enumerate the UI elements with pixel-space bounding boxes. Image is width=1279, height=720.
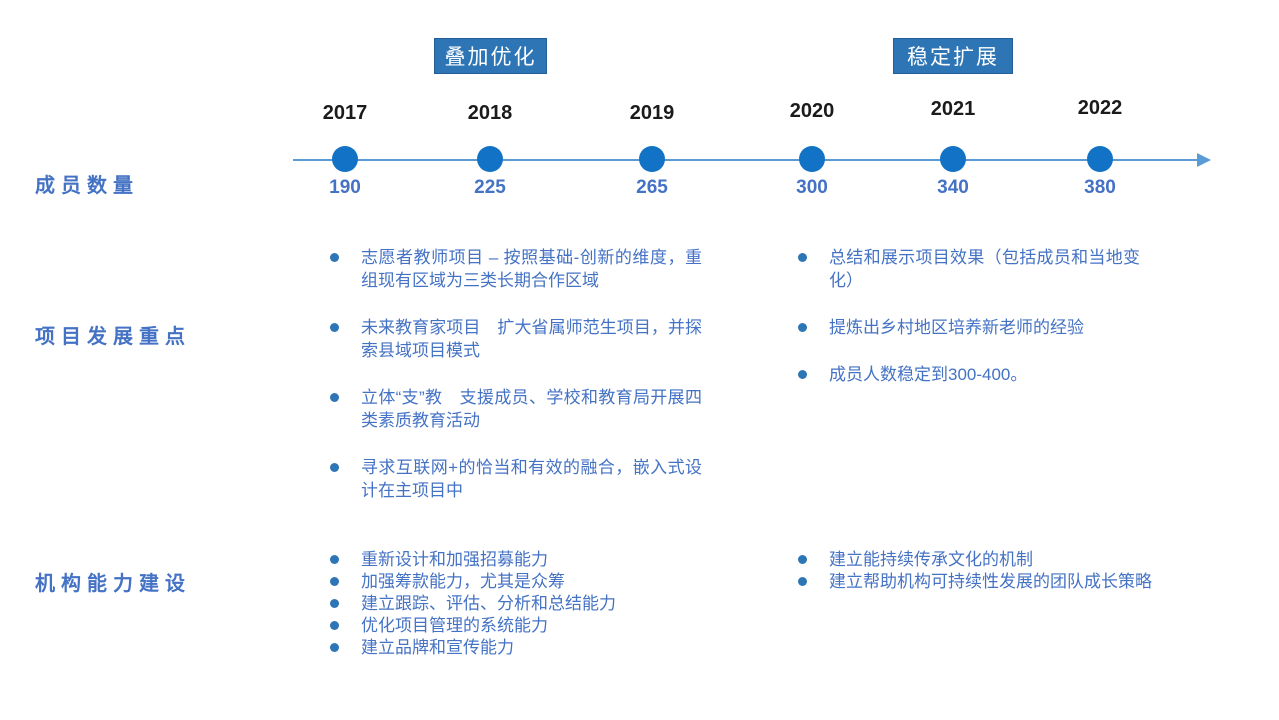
list-item: 志愿者教师项目 – 按照基础-创新的维度，重组现有区域为三类长期合作区域 [330,246,702,292]
member-count-value: 225 [474,177,506,198]
focus-right-list: 总结和展示项目效果（包括成员和当地变化） 提炼出乡村地区培养新老师的经验 成员人… [798,246,1140,410]
timeline-dot-icon [940,146,966,172]
timeline-dot-icon [332,146,358,172]
year-label: 2021 [930,98,976,120]
list-item: 建立帮助机构可持续性发展的团队成长策略 [798,571,1238,593]
list-item: 建立能持续传承文化的机制 [798,549,1238,571]
year-label: 2020 [789,100,835,122]
bullet-icon [330,253,339,262]
member-count-value: 190 [329,177,361,198]
year-label: 2017 [322,102,368,124]
member-count-value: 380 [1084,177,1116,198]
list-item-text: 成员人数稳定到300-400。 [829,365,1028,384]
bullet-icon [330,643,339,652]
list-item-text: 建立跟踪、评估、分析和总结能力 [361,594,616,613]
bullet-icon [798,323,807,332]
list-item-text: 提炼出乡村地区培养新老师的经验 [829,318,1084,337]
timeline-arrowhead-icon [1197,153,1211,167]
list-item: 重新设计和加强招募能力 [330,549,730,571]
bullet-icon [330,463,339,472]
list-item-text: 加强筹款能力，尤其是众筹 [361,572,565,591]
phase-banner-stack-optimize: 叠加优化 [434,38,547,74]
list-item: 寻求互联网+的恰当和有效的融合，嵌入式设计在主项目中 [330,456,702,502]
member-count-value: 300 [796,177,828,198]
timeline-dot-icon [799,146,825,172]
year-label: 2022 [1077,97,1123,119]
bullet-icon [798,555,807,564]
list-item-text: 总结和展示项目效果（包括成员和当地变化） [829,248,1140,290]
bullet-icon [330,323,339,332]
bullet-icon [798,370,807,379]
bullet-icon [330,577,339,586]
list-item-text: 建立帮助机构可持续性发展的团队成长策略 [829,572,1152,591]
list-item: 建立品牌和宣传能力 [330,637,730,659]
list-item-text: 寻求互联网+的恰当和有效的融合，嵌入式设计在主项目中 [361,458,702,500]
bullet-icon [330,393,339,402]
year-label: 2019 [629,102,675,124]
list-item-text: 优化项目管理的系统能力 [361,616,548,635]
list-item-text: 重新设计和加强招募能力 [361,550,548,569]
list-item: 加强筹款能力，尤其是众筹 [330,571,730,593]
list-item: 未来教育家项目 扩大省属师范生项目，并探索县域项目模式 [330,316,702,362]
focus-left-list: 志愿者教师项目 – 按照基础-创新的维度，重组现有区域为三类长期合作区域 未来教… [330,246,702,526]
timeline-dot-icon [1087,146,1113,172]
bullet-icon [330,555,339,564]
list-item: 建立跟踪、评估、分析和总结能力 [330,593,730,615]
row-label-project-focus: 项目发展重点 [35,326,191,348]
list-item: 总结和展示项目效果（包括成员和当地变化） [798,246,1140,292]
bullet-icon [330,621,339,630]
member-count-value: 265 [636,177,668,198]
list-item: 成员人数稳定到300-400。 [798,363,1140,386]
bullet-icon [330,599,339,608]
list-item-text: 未来教育家项目 扩大省属师范生项目，并探索县域项目模式 [361,318,702,360]
bullet-icon [798,577,807,586]
row-label-member-count: 成员数量 [35,175,139,197]
capacity-right-list: 建立能持续传承文化的机制 建立帮助机构可持续性发展的团队成长策略 [798,549,1238,593]
timeline-dot-icon [639,146,665,172]
list-item-text: 志愿者教师项目 – 按照基础-创新的维度，重组现有区域为三类长期合作区域 [361,248,702,290]
list-item: 立体“支”教 支援成员、学校和教育局开展四类素质教育活动 [330,386,702,432]
timeline-axis [293,159,1198,161]
year-label: 2018 [467,102,513,124]
list-item: 提炼出乡村地区培养新老师的经验 [798,316,1140,339]
list-item-text: 建立能持续传承文化的机制 [829,550,1033,569]
member-count-value: 340 [937,177,969,198]
row-label-capacity-building: 机构能力建设 [35,573,191,595]
phase-banner-stable-expand: 稳定扩展 [893,38,1013,74]
timeline-dot-icon [477,146,503,172]
capacity-left-list: 重新设计和加强招募能力 加强筹款能力，尤其是众筹 建立跟踪、评估、分析和总结能力… [330,549,730,659]
list-item-text: 立体“支”教 支援成员、学校和教育局开展四类素质教育活动 [361,388,702,430]
bullet-icon [798,253,807,262]
list-item-text: 建立品牌和宣传能力 [361,638,514,657]
list-item: 优化项目管理的系统能力 [330,615,730,637]
